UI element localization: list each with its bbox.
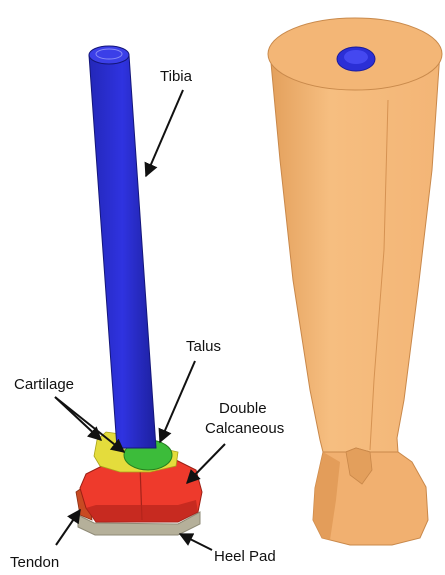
label-double: Double (219, 400, 267, 417)
skin-tibia-hole-highlight (344, 50, 368, 64)
label-talus: Talus (186, 338, 221, 355)
skin-shank (270, 52, 440, 452)
skin-leg-model (268, 18, 442, 545)
heel-pad-arrow (180, 534, 212, 550)
tibia-arrow (146, 90, 183, 176)
label-calcaneous: Calcaneous (205, 420, 284, 437)
bone-model (76, 46, 202, 535)
label-heel-pad: Heel Pad (214, 548, 276, 565)
tendon-arrow (56, 510, 80, 545)
tibia-shape (89, 55, 156, 448)
label-cartilage: Cartilage (14, 376, 74, 393)
label-tendon: Tendon (10, 554, 59, 571)
talus-arrow (160, 361, 195, 442)
calcaneous-arrow (187, 444, 225, 483)
label-tibia: Tibia (160, 68, 193, 85)
